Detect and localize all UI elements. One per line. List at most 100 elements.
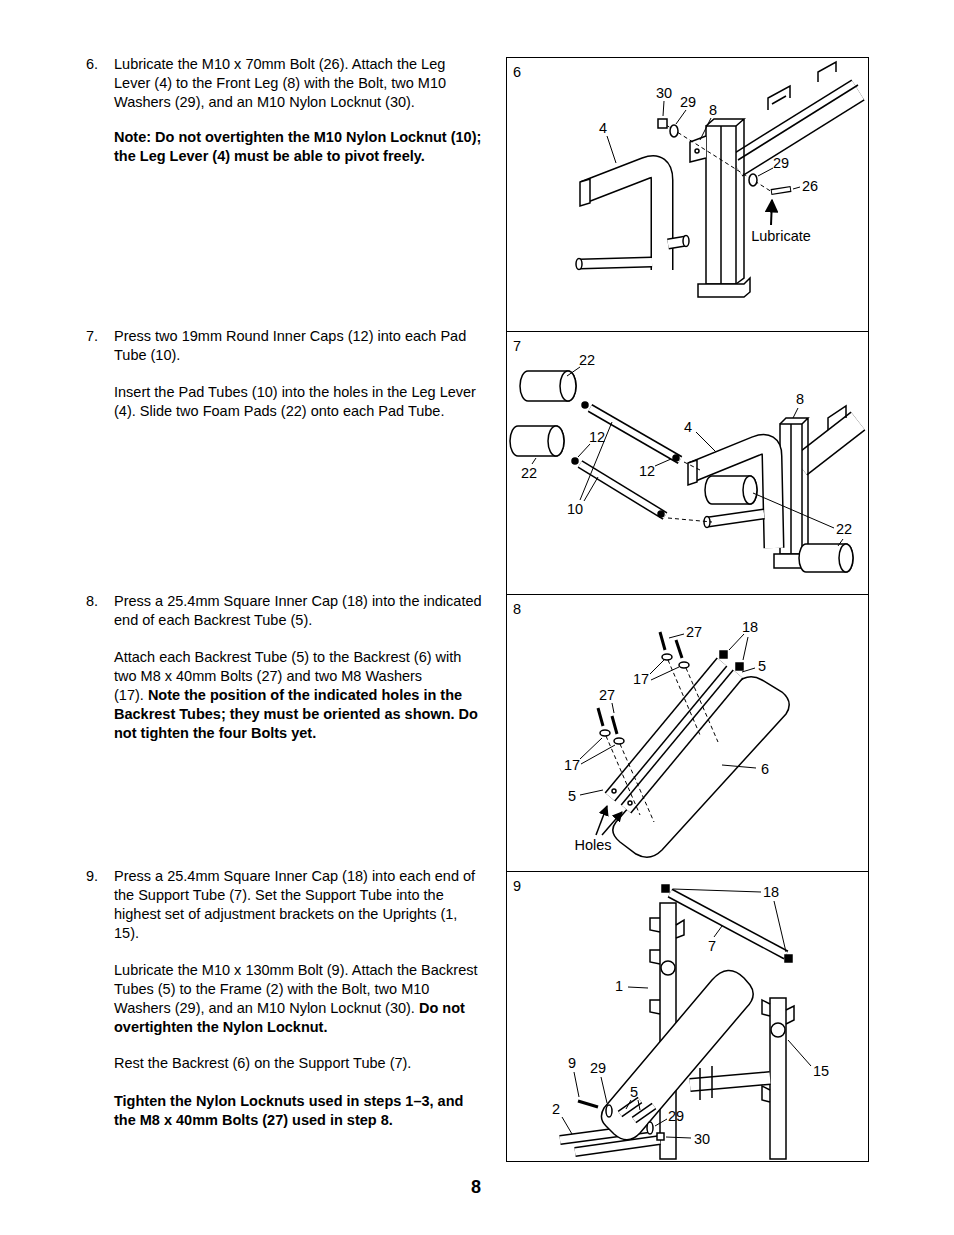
instruction-note: Note: Do not overtighten the M10 Nylon L… [114, 129, 481, 164]
foam-pad [705, 476, 757, 504]
tube-hole [628, 801, 632, 805]
pad-end [743, 476, 757, 504]
callout-number: 4 [684, 418, 692, 436]
square-cap [736, 663, 743, 670]
leg-lever [584, 167, 662, 271]
instruction-text: Press two 19mm Round Inner Caps (12) int… [114, 328, 466, 363]
callout-number: 10 [567, 500, 583, 518]
washer [647, 1122, 653, 1134]
page-number: 8 [471, 1178, 481, 1196]
step-number: 9. [86, 867, 98, 885]
frame-bar [690, 1078, 770, 1085]
bolt [772, 189, 790, 192]
callout-word: Lubricate [751, 227, 811, 245]
tube-hole [612, 789, 616, 793]
callout-number: 27 [599, 686, 615, 704]
bolt-path [606, 660, 718, 822]
bench-art [560, 885, 811, 1159]
instruction-note: Tighten the Nylon Locknuts used in steps… [114, 1093, 463, 1128]
leader-lines [607, 101, 800, 189]
leg-base [698, 278, 750, 297]
lug-hole [695, 149, 699, 153]
instruction-text: Lubricate the M10 x 70mm Bolt (26). Atta… [114, 56, 446, 110]
callout-number: 15 [813, 1062, 829, 1080]
washer [606, 1105, 612, 1117]
step-number: 8. [86, 592, 98, 610]
frame-bar [575, 1140, 660, 1152]
washer [614, 738, 624, 744]
washer [670, 125, 678, 137]
instruction-paragraph: Tighten the Nylon Locknuts used in steps… [114, 1092, 482, 1130]
peg [708, 514, 764, 522]
lever-end [688, 460, 697, 485]
callout-number: 30 [656, 84, 672, 102]
leader-lines [532, 367, 843, 546]
step-number: 6. [86, 55, 98, 73]
beam-bracket [768, 86, 790, 110]
backrest-pad [601, 970, 753, 1139]
instruction-paragraph: Press a 25.4mm Square Inner Cap (18) int… [114, 592, 482, 630]
instruction-paragraph: Insert the Pad Tubes (10) into the holes… [114, 383, 482, 421]
callout-number: 12 [639, 462, 655, 480]
backrest-tube [610, 662, 722, 797]
callout-number: 22 [579, 351, 595, 369]
instruction-paragraph: Note: Do not overtighten the M10 Nylon L… [114, 128, 482, 166]
backrest-tube [620, 1100, 654, 1120]
instruction-paragraph: Press a 25.4mm Square Inner Cap (18) int… [114, 867, 482, 943]
foam-pad [799, 544, 853, 572]
callout-number: 1 [615, 977, 623, 995]
leg-lever-art [576, 62, 858, 297]
leg-edge [706, 119, 744, 284]
callout-number: 5 [568, 787, 576, 805]
square-cap [720, 651, 727, 658]
holes-arrow [602, 812, 622, 835]
knob [771, 1023, 785, 1037]
support-tube [670, 893, 786, 955]
locknut [657, 1133, 664, 1140]
washer [749, 174, 757, 186]
beam-bracket [818, 62, 836, 82]
instruction-paragraph: Press two 19mm Round Inner Caps (12) int… [114, 327, 482, 365]
callout-number: 17 [633, 670, 649, 688]
support-tube [670, 893, 786, 955]
insert-path [668, 462, 712, 522]
frame-beam [736, 90, 858, 166]
peg [580, 262, 652, 264]
instruction-note: Note the position of the indicated holes… [114, 687, 478, 741]
bracket [762, 1000, 794, 1102]
callout-number: 2 [552, 1100, 560, 1118]
callout-number: 5 [630, 1083, 638, 1101]
knob [661, 961, 675, 975]
callout-number: 7 [708, 937, 716, 955]
callout-word: Holes [574, 836, 611, 854]
inner-cap [673, 455, 679, 461]
inner-cap [582, 402, 588, 408]
instruction-paragraph: Rest the Backrest (6) on the Support Tub… [114, 1054, 482, 1073]
instruction-text: Insert the Pad Tubes (10) into the holes… [114, 384, 476, 419]
peg-end [683, 236, 689, 247]
callout-number: 29 [680, 93, 696, 111]
upright [770, 998, 786, 1159]
callout-number: 5 [758, 657, 766, 675]
leader-lines [580, 634, 756, 795]
pad-tube-art [510, 367, 858, 572]
frame-beam [736, 90, 858, 166]
callout-number: 8 [709, 101, 717, 119]
locknut [658, 119, 667, 128]
beam-edge [738, 85, 858, 160]
leg-lever [692, 444, 774, 548]
backrest-tube [610, 662, 722, 797]
callout-number: 29 [668, 1107, 684, 1125]
callout-number: 17 [564, 756, 580, 774]
bolt [578, 1101, 598, 1107]
bolt [771, 189, 791, 192]
washer [600, 730, 610, 736]
callout-number: 4 [599, 119, 607, 137]
backrest-tube [626, 674, 738, 809]
lubricate-arrow [771, 200, 772, 225]
peg-end [576, 259, 582, 270]
leg-edge [780, 418, 808, 554]
callout-number: 9 [568, 1054, 576, 1072]
instruction-text: Press a 25.4mm Square Inner Cap (18) int… [114, 593, 482, 628]
